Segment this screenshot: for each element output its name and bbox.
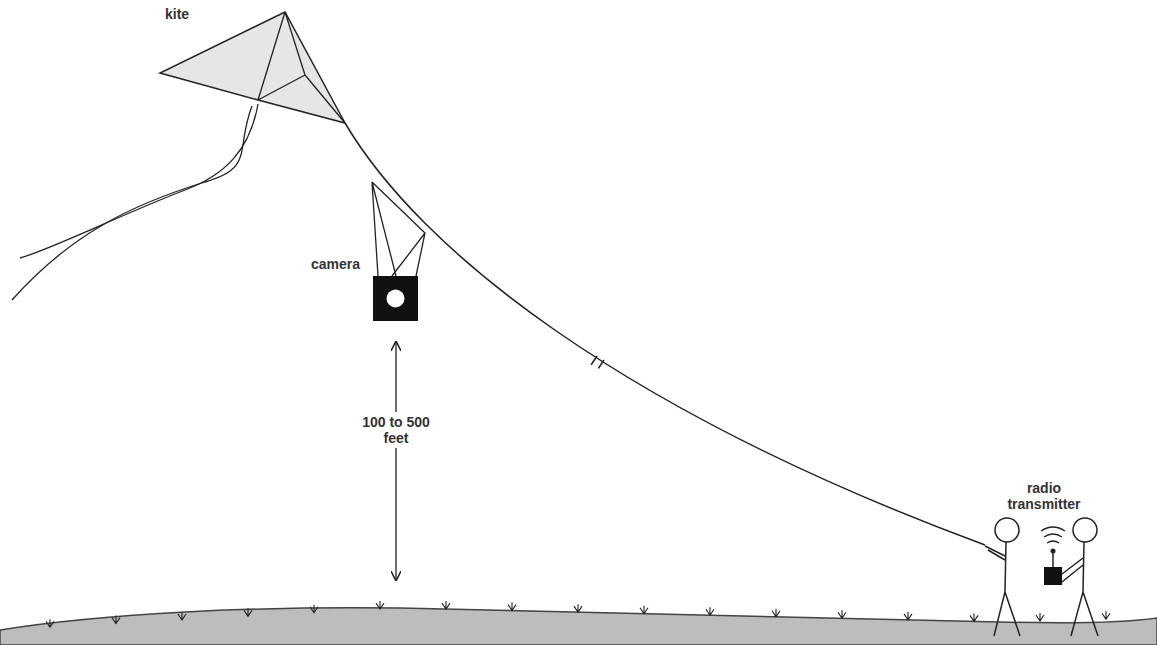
- grass-tuft: [970, 613, 978, 621]
- grass-tuft: [640, 606, 648, 614]
- grass-tuft: [838, 610, 846, 618]
- grass-tuft: [442, 601, 450, 609]
- grass-tuft: [508, 603, 516, 611]
- camera-body: [373, 276, 418, 321]
- grass-tuft: [376, 601, 384, 609]
- grass-tuft: [574, 604, 582, 612]
- kite-tail: [12, 106, 252, 300]
- transmitter-label: radio transmitter: [998, 478, 1090, 514]
- kite-string: [345, 123, 985, 545]
- camera-rig: [372, 182, 425, 276]
- break-mark: [589, 356, 604, 372]
- kite-sail: [160, 12, 345, 123]
- grass-tuft: [178, 612, 186, 620]
- kite-label: kite: [165, 4, 225, 24]
- dimension-label: 100 to 500 feet: [358, 412, 434, 448]
- camera-lens: [387, 290, 405, 308]
- grass-tuft: [772, 609, 780, 617]
- kite-tail: [20, 104, 258, 258]
- person: [1062, 518, 1098, 636]
- antenna: [1052, 552, 1054, 567]
- antenna-tip: [1051, 549, 1056, 554]
- grass-tuft: [46, 619, 54, 627]
- grass-tuft: [1036, 613, 1044, 621]
- grass-tuft: [112, 616, 120, 624]
- radio-waves: [1041, 527, 1065, 543]
- dimension-arrow: [395, 342, 396, 580]
- grass-tuft: [310, 605, 318, 613]
- ground: [0, 608, 1157, 645]
- radio-transmitter: [1044, 567, 1062, 585]
- grass-tuft: [706, 607, 714, 615]
- grass-tuft: [244, 608, 252, 616]
- grass-tuft: [1102, 611, 1110, 619]
- break-gap: [588, 366, 600, 372]
- kite-spars: [258, 12, 345, 123]
- camera-label: camera: [290, 254, 360, 274]
- person: [985, 518, 1020, 636]
- grass-tufts: [46, 601, 1110, 627]
- grass-tuft: [904, 612, 912, 620]
